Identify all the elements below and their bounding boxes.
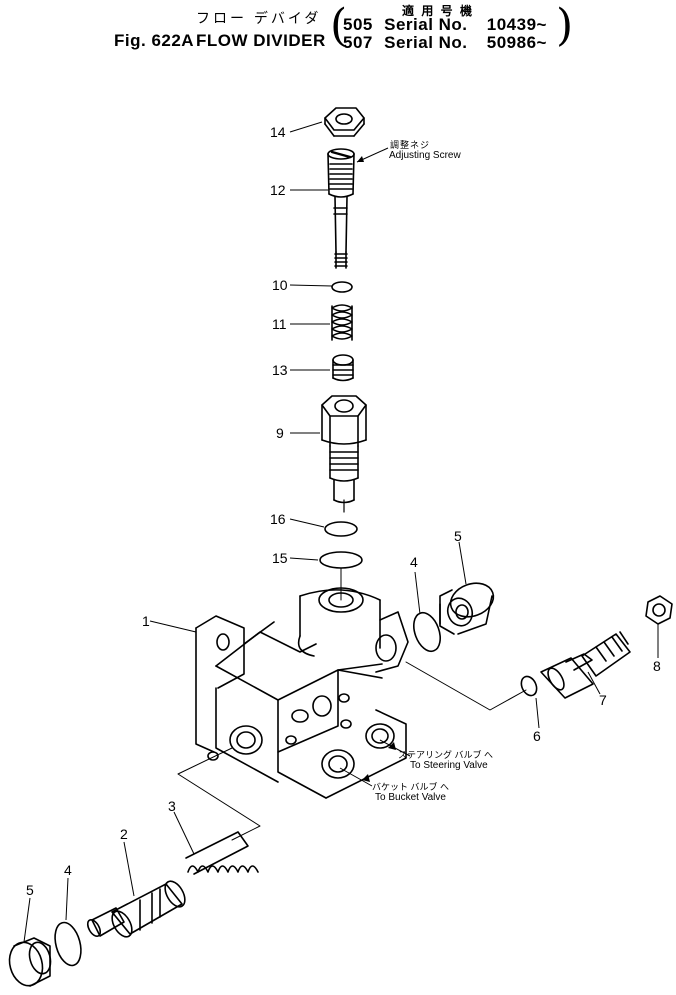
adjusting-screw-label-jp: 調整ネジ [390, 140, 431, 150]
part-8-hex-nut [645, 595, 673, 625]
part-6-o-ring [520, 675, 538, 697]
serial-model: 507 [343, 33, 373, 52]
part-9-valve-plug [321, 395, 367, 513]
steering-valve-label-jp: ステアリング バルブ へ [398, 750, 494, 760]
title-english: FLOW DIVIDER [196, 31, 326, 50]
serial-row-505: 505 Serial No. 10439~ [343, 15, 547, 35]
label-part-7: 7 [599, 692, 607, 708]
part-5-plug-right [439, 582, 495, 635]
bucket-valve-label: To Bucket Valve [375, 792, 446, 803]
serial-range: 10439~ [486, 15, 547, 34]
part-10-o-ring [331, 281, 353, 293]
label-part-9: 9 [276, 425, 284, 441]
label-part-6: 6 [533, 728, 541, 744]
serial-text: Serial No. [384, 33, 468, 52]
serial-row-507: 507 Serial No. 50986~ [343, 33, 547, 53]
serial-range: 50986~ [486, 33, 547, 52]
part-15-o-ring [319, 551, 363, 569]
label-part-1: 1 [142, 613, 150, 629]
figure-label: Fig. 622A [114, 31, 195, 50]
part-1-valve-body [195, 587, 409, 799]
serial-model: 505 [343, 15, 373, 34]
label-part-8: 8 [653, 658, 661, 674]
label-part-11: 11 [272, 316, 287, 332]
label-part-10: 10 [272, 277, 288, 293]
label-part-5-left: 5 [26, 882, 34, 898]
part-11-spring [331, 304, 353, 341]
left-parenthesis: ( [330, 0, 348, 51]
label-part-3: 3 [168, 798, 176, 814]
part-13-spring-seat [332, 354, 354, 382]
adjusting-screw-label: Adjusting Screw [389, 150, 461, 161]
applicable-models-label: 適 用 号 機 [402, 4, 475, 18]
label-part-13: 13 [272, 362, 288, 378]
steering-valve-label: To Steering Valve [410, 760, 488, 771]
label-part-12: 12 [270, 182, 286, 198]
part-12-adjusting-screw [327, 148, 355, 269]
part-7-piston [540, 631, 631, 699]
title-japanese: フロー デバイダ [196, 10, 322, 26]
serial-text: Serial No. [384, 15, 468, 34]
part-14-hex-nut [324, 107, 365, 137]
part-3-spring [185, 831, 259, 875]
label-part-14: 14 [270, 124, 286, 140]
label-part-15: 15 [272, 550, 288, 566]
right-parenthesis: ) [556, 0, 574, 51]
bucket-valve-label-jp: バケット バルブ へ [372, 782, 450, 792]
part-5-plug-left [8, 937, 52, 987]
part-4-o-ring-left [54, 921, 82, 967]
annotation-arrowheads [357, 156, 396, 782]
label-part-5-right: 5 [454, 528, 462, 544]
label-part-2: 2 [120, 826, 128, 842]
label-part-4-left: 4 [64, 862, 72, 878]
part-leader-lines [23, 121, 659, 943]
part-16-o-ring [324, 521, 358, 537]
part-2-spool [86, 880, 186, 938]
label-part-4-right: 4 [410, 554, 418, 570]
label-part-16: 16 [270, 511, 286, 527]
